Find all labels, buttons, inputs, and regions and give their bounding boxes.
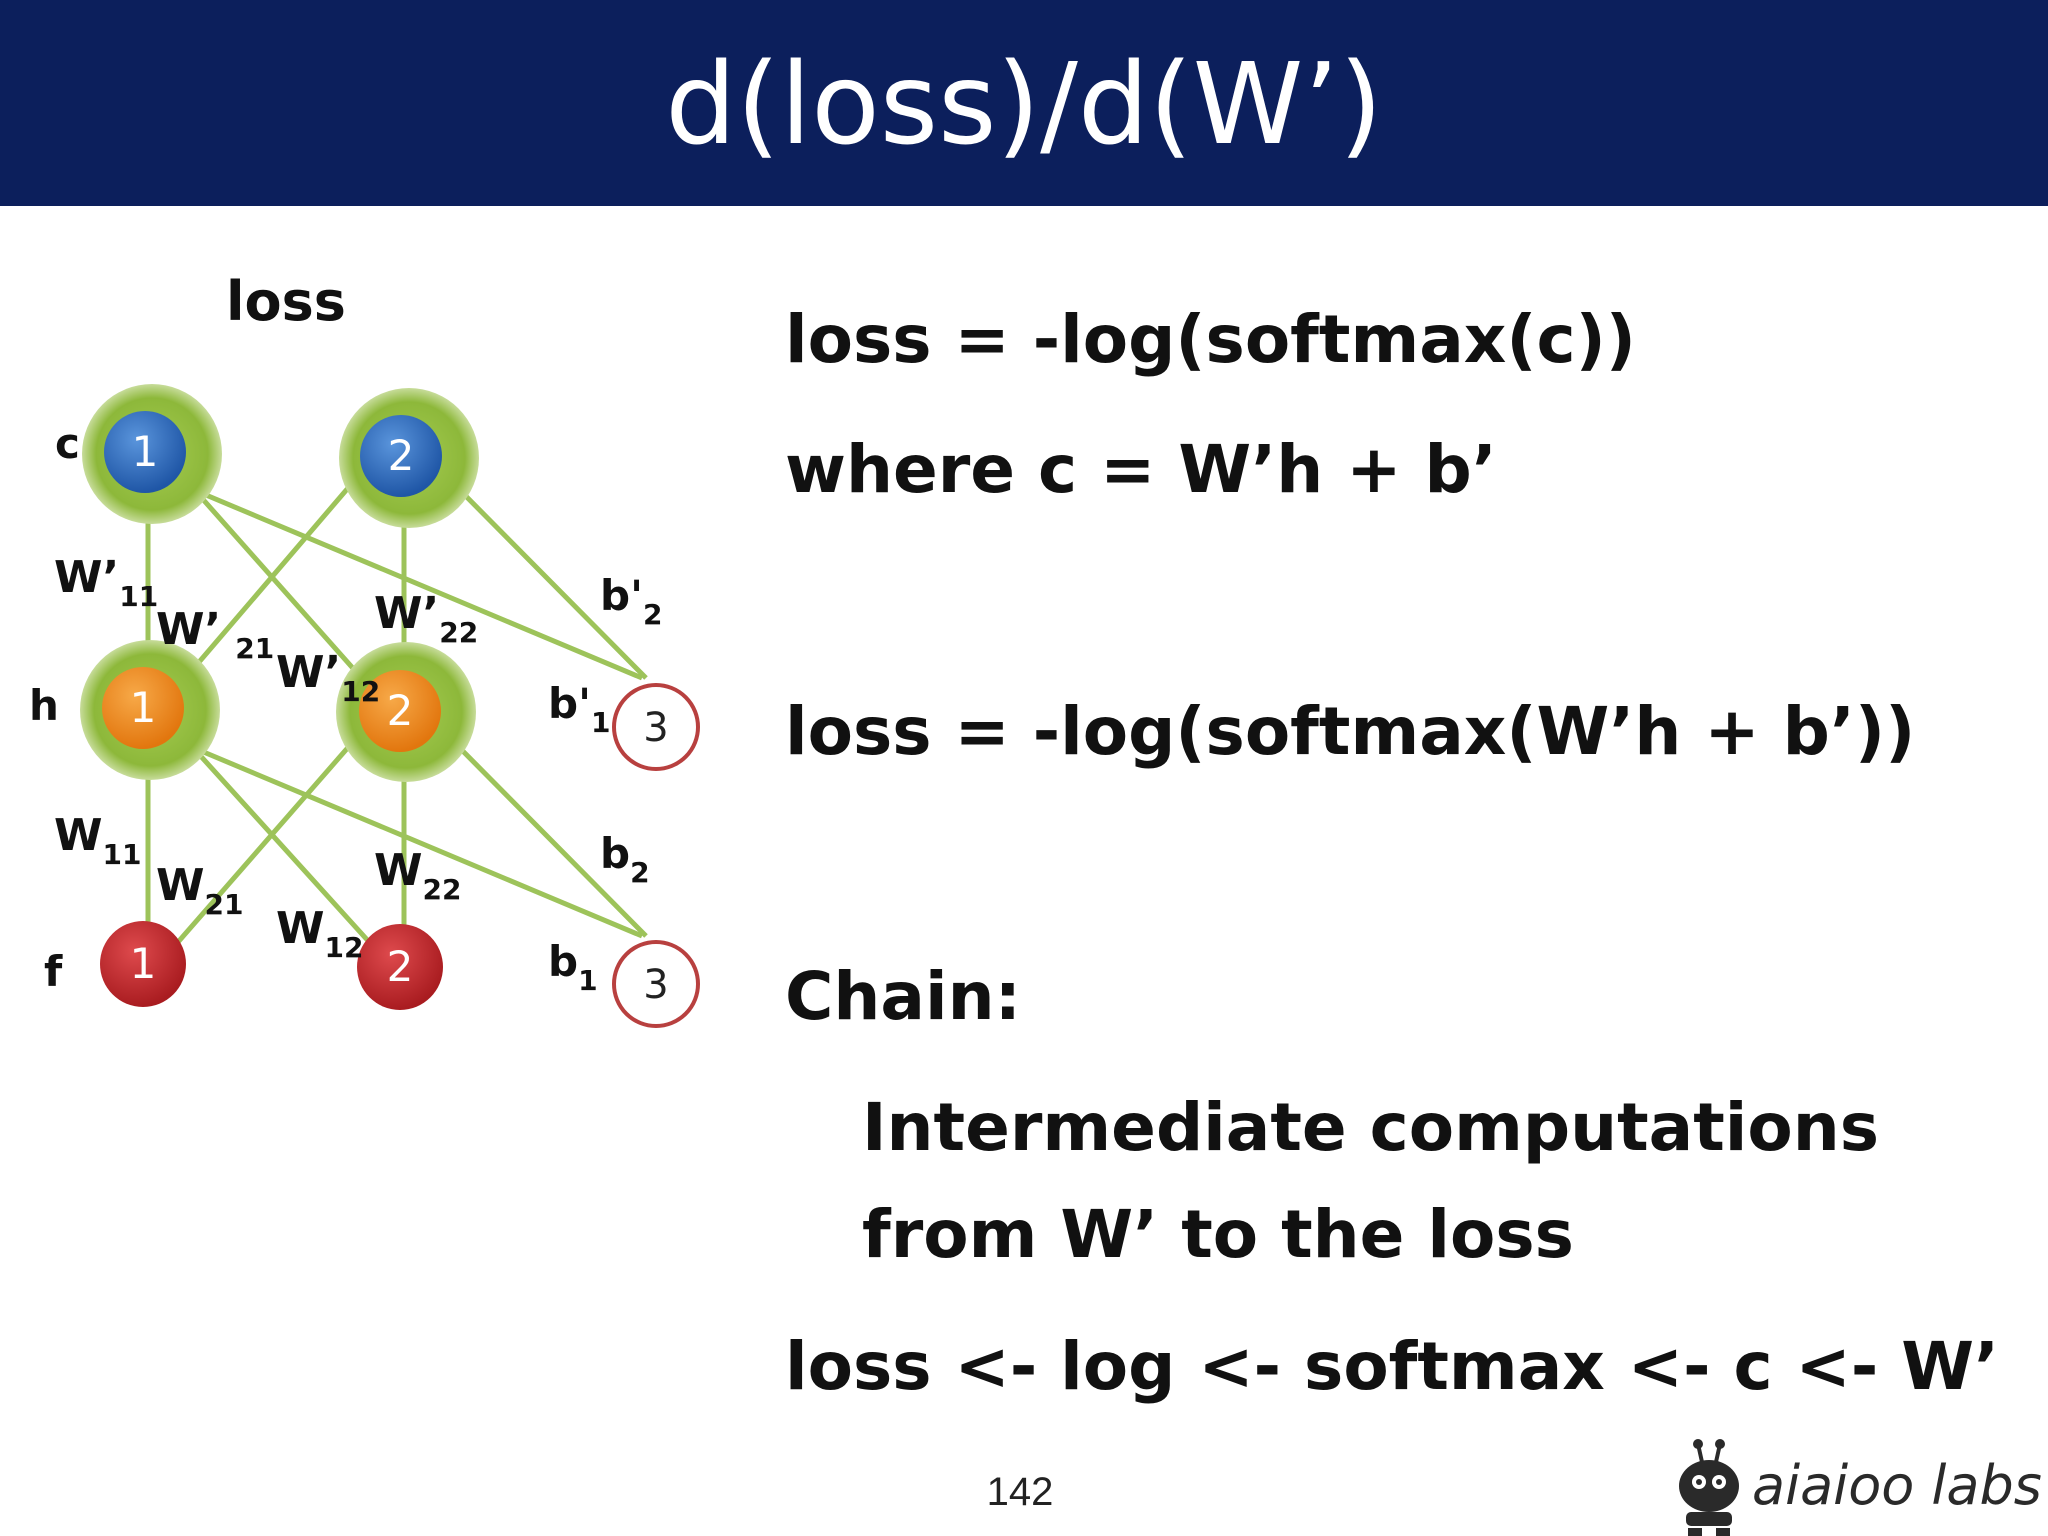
node-h1-label: 1 bbox=[130, 683, 157, 732]
weight-label-w-prime-22-base: W’ bbox=[374, 588, 439, 639]
node-f-bias-label: 3 bbox=[643, 962, 668, 1008]
layer-label-c: c bbox=[55, 419, 80, 468]
node-f-bias bbox=[612, 940, 700, 1028]
weight-label-w-prime-21: W’ 21 bbox=[156, 604, 274, 665]
weight-label-w-prime-21-base: W’ bbox=[156, 604, 221, 655]
edge-hbias-c1 bbox=[174, 479, 643, 681]
neural-network-diagram: 1 2 1 2 3 1 2 3 loss c h f W’11 W’21 W’1… bbox=[29, 270, 700, 1028]
chain-description-line-2: from W’ to the loss bbox=[862, 1196, 1574, 1273]
node-h2 bbox=[359, 670, 441, 752]
weight-label-b-2: b2 bbox=[600, 829, 650, 889]
page-number: 142 bbox=[986, 1470, 1054, 1514]
weight-label-w-prime-12: W’12 bbox=[276, 647, 380, 708]
equation-loss-expanded: loss = -log(softmax(W’h + b’)) bbox=[785, 693, 1916, 770]
edge-fbias-h1 bbox=[174, 737, 643, 939]
weight-label-b-2-sub: 2 bbox=[630, 856, 649, 889]
node-f2 bbox=[357, 924, 443, 1010]
weight-label-w-12-base: W bbox=[276, 903, 325, 954]
brand-name: aiaioo labs bbox=[1752, 1454, 2042, 1517]
weight-label-b-prime-2: b'2 bbox=[600, 571, 662, 631]
node-f1-label: 1 bbox=[130, 939, 157, 988]
weight-label-b-1-base: b bbox=[548, 937, 578, 986]
weight-label-b-prime-2-sub: 2 bbox=[643, 598, 662, 631]
edge-f1-h2 bbox=[156, 718, 374, 967]
weight-label-w-11-sub: 11 bbox=[103, 838, 142, 871]
node-h1 bbox=[102, 667, 184, 749]
weight-label-w-prime-12-sub: 12 bbox=[341, 675, 380, 708]
weight-label-w-12: W12 bbox=[276, 903, 364, 964]
brand-logo: aiaioo labs bbox=[1670, 1436, 2048, 1536]
equation-c-definition: where c = W’h + b’ bbox=[785, 431, 1497, 508]
weight-label-w-22: W22 bbox=[374, 845, 462, 906]
edge-fbias-h2 bbox=[438, 726, 648, 938]
node-h2-label: 2 bbox=[387, 686, 414, 735]
title-bar: d(loss)/d(W’) bbox=[0, 0, 2048, 206]
node-c2 bbox=[360, 415, 442, 497]
weight-label-w-prime-21-sub: 21 bbox=[235, 632, 274, 665]
weight-label-w-11-base: W bbox=[54, 810, 103, 861]
weight-label-w-12-sub: 12 bbox=[325, 931, 364, 964]
edge-f2-h1 bbox=[166, 718, 392, 967]
node-f2-label: 2 bbox=[387, 942, 414, 991]
weight-label-w-prime-12-base: W’ bbox=[276, 647, 341, 698]
weight-label-w-21: W21 bbox=[156, 860, 244, 921]
weight-label-b-prime-1: b'1 bbox=[548, 679, 610, 739]
weight-label-w-22-sub: 22 bbox=[423, 873, 462, 906]
weight-label-w-prime-22: W’22 bbox=[374, 588, 478, 649]
chain-expression: loss <- log <- softmax <- c <- W’ bbox=[785, 1328, 2000, 1405]
weight-label-w-prime-11-sub: 11 bbox=[119, 580, 158, 613]
weight-label-w-21-base: W bbox=[156, 860, 205, 911]
slide-title: d(loss)/d(W’) bbox=[665, 40, 1383, 170]
node-c1 bbox=[104, 411, 186, 493]
weight-label-w-prime-11-base: W’ bbox=[54, 552, 119, 603]
weight-label-b-2-base: b bbox=[600, 829, 630, 878]
equation-loss-softmax-c: loss = -log(softmax(c)) bbox=[785, 301, 1636, 378]
weight-label-w-prime-11: W’11 bbox=[54, 552, 158, 613]
node-h-bias bbox=[612, 683, 700, 771]
loss-label: loss bbox=[226, 270, 346, 333]
chain-heading: Chain: bbox=[785, 958, 1021, 1035]
node-c1-label: 1 bbox=[132, 427, 159, 476]
robot-icon bbox=[1679, 1439, 1739, 1536]
weight-label-w-21-sub: 21 bbox=[205, 888, 244, 921]
weight-label-b-prime-2-base: b' bbox=[600, 571, 643, 620]
node-f1 bbox=[100, 921, 186, 1007]
layer-label-f: f bbox=[44, 947, 63, 996]
weight-label-w-11: W11 bbox=[54, 810, 142, 871]
weight-label-w-prime-22-sub: 22 bbox=[439, 616, 478, 649]
layer-label-h: h bbox=[29, 681, 59, 730]
weight-label-w-22-base: W bbox=[374, 845, 423, 896]
weight-label-b-prime-1-base: b' bbox=[548, 679, 591, 728]
node-c2-label: 2 bbox=[388, 431, 415, 480]
weight-label-b-1: b1 bbox=[548, 937, 598, 997]
weight-label-b-prime-1-sub: 1 bbox=[591, 706, 610, 739]
weight-label-b-1-sub: 1 bbox=[578, 964, 597, 997]
node-h-bias-label: 3 bbox=[643, 705, 668, 751]
edge-hbias-c2 bbox=[438, 468, 648, 680]
chain-description-line-1: Intermediate computations bbox=[862, 1089, 1879, 1166]
